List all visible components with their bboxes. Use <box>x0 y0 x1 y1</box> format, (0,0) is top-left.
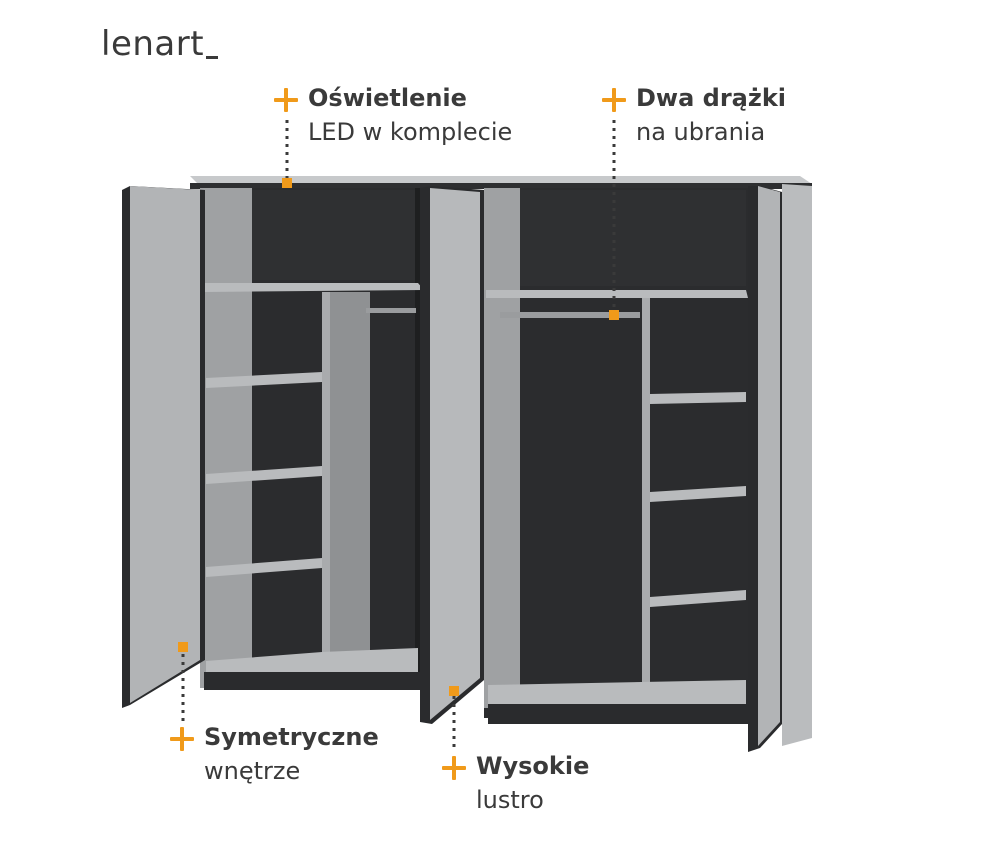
right-top-shelf <box>486 290 748 298</box>
right-shelf-2 <box>650 486 746 502</box>
left-shelf-2 <box>206 466 322 484</box>
right-shelf-1 <box>650 392 746 404</box>
right-shelf-3 <box>650 590 746 607</box>
left-top-shelf <box>204 283 424 292</box>
feature-subtitle: wnętrze <box>204 757 301 785</box>
right-side-panel <box>782 184 812 746</box>
marker-square-icon <box>449 686 459 696</box>
right-door <box>758 186 780 746</box>
left-partition-side <box>330 292 370 676</box>
brand-logo-text: lenart <box>101 24 205 64</box>
marker-square-icon <box>178 642 188 652</box>
plus-icon <box>170 727 194 751</box>
plus-icon <box>442 756 466 780</box>
marker-square-icon <box>609 310 619 320</box>
left-door <box>130 186 200 703</box>
right-bottom-shelf <box>488 680 746 706</box>
left-rail <box>366 308 416 313</box>
feature-title: Dwa drążki <box>636 84 787 112</box>
feature-subtitle: lustro <box>476 786 544 814</box>
marker-square-icon <box>282 178 292 188</box>
left-section-divider <box>415 188 423 688</box>
logo-underscore-icon <box>206 56 219 59</box>
feature-title: Oświetlenie <box>308 84 467 112</box>
right-section-side-panel <box>484 188 520 708</box>
plus-icon <box>274 88 298 112</box>
right-plinth <box>488 704 750 724</box>
right-rail <box>500 312 640 318</box>
feature-subtitle: LED w komplecie <box>308 118 513 146</box>
right-partition <box>642 298 650 698</box>
left-section-side-panel <box>200 188 252 688</box>
feature-title: Symetryczne <box>204 723 379 751</box>
feature-subtitle: na ubrania <box>636 118 766 146</box>
left-plinth <box>204 672 420 690</box>
left-bottom-shelf <box>206 648 418 672</box>
left-shelf-3 <box>206 558 322 577</box>
brand-logo: lenart <box>101 24 219 64</box>
right-top-compartment <box>520 190 746 286</box>
feature-title: Wysokie <box>476 752 590 780</box>
left-shelf-1 <box>206 372 322 388</box>
wardrobe-top-edge <box>190 183 812 189</box>
plus-icon <box>602 88 626 112</box>
left-partition <box>322 292 330 676</box>
left-top-compartment <box>252 190 415 280</box>
mirror-door <box>430 188 480 720</box>
